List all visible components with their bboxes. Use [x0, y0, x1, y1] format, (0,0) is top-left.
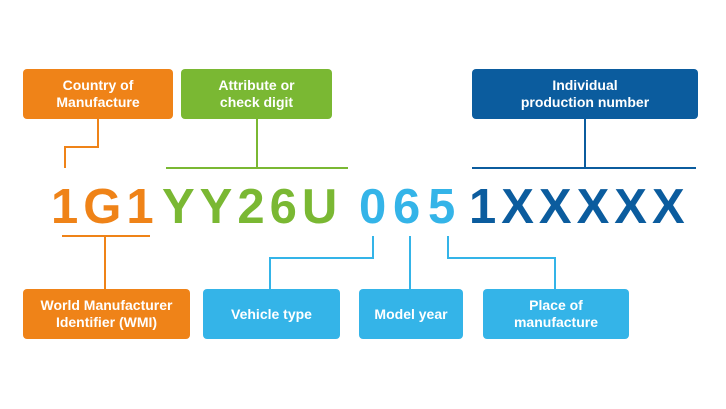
country-connector — [64, 119, 99, 168]
individual-production-number-label: Individual production number — [472, 69, 698, 119]
vehicle-type-label-text: Vehicle type — [231, 305, 312, 322]
attribute-check-digit-label: Attribute or check digit — [181, 69, 332, 119]
vin-model-year-digit: 6 — [393, 180, 426, 234]
vehicle-type-label: Vehicle type — [203, 289, 340, 339]
country-of-manufacture-label: Country of Manufacture — [23, 69, 173, 119]
wmi-label: World Manufacturer Identifier (WMI) — [23, 289, 190, 339]
attribute-label-text: Attribute or check digit — [218, 77, 295, 110]
wmi-label-text: World Manufacturer Identifier (WMI) — [40, 297, 173, 330]
place-label-text: Place of manufacture — [513, 297, 599, 330]
vin-place-digit: 5 — [428, 180, 461, 234]
country-label-text: Country of Manufacture — [56, 77, 140, 110]
place-of-manufacture-label: Place of manufacture — [483, 289, 629, 339]
model-year-label: Model year — [359, 289, 463, 339]
individual-label-text: Individual production number — [520, 77, 650, 110]
vin-wmi-segment: 1G1 — [51, 180, 159, 234]
vin-attribute-segment: YY26U — [162, 180, 343, 234]
model-year-label-text: Model year — [374, 305, 448, 322]
vehicle-type-connector — [269, 236, 374, 289]
vin-serial-segment: 1XXXXX — [469, 180, 690, 234]
place-connector — [447, 236, 556, 289]
vin-vehicle-type-digit: 0 — [359, 180, 392, 234]
